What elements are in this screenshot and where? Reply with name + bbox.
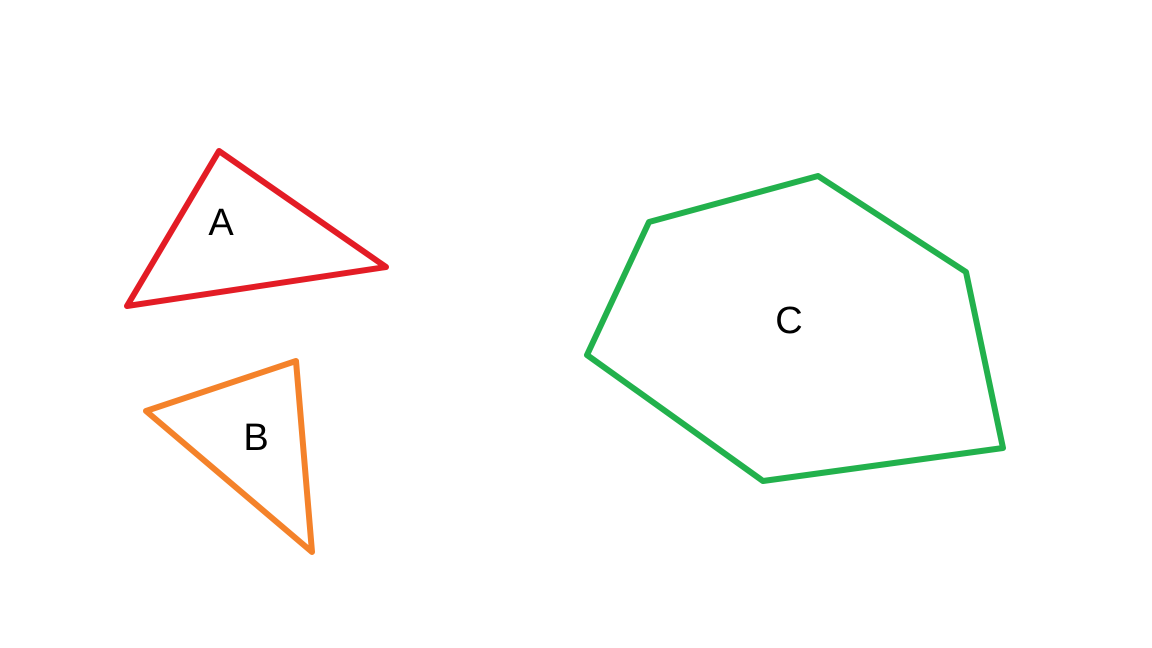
shape-c: C bbox=[584, 173, 1006, 484]
hexagon-c-outline bbox=[584, 173, 1006, 484]
triangle-b-outline bbox=[143, 358, 315, 555]
shape-b: B bbox=[143, 358, 315, 555]
shape-c-label: C bbox=[775, 300, 802, 342]
triangle-a-outline bbox=[124, 148, 389, 309]
shape-a-label: A bbox=[208, 202, 234, 244]
shape-a: A bbox=[124, 148, 389, 309]
shape-b-label: B bbox=[243, 417, 268, 459]
